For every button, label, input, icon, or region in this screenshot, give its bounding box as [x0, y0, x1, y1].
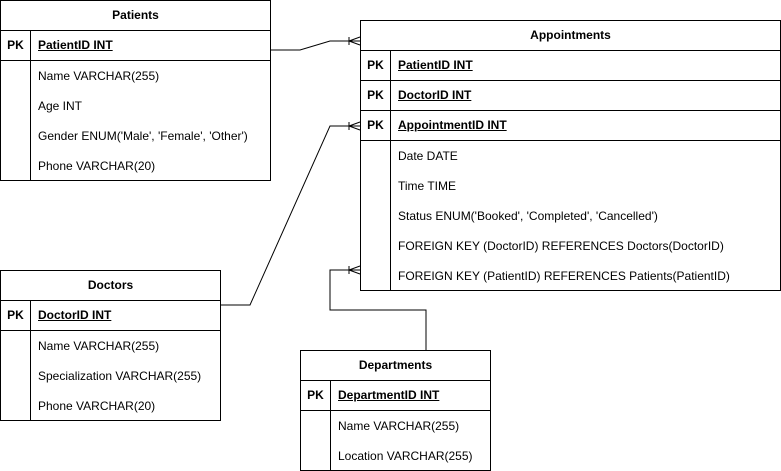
- attribute-section: Name VARCHAR(255) Location VARCHAR(255): [301, 411, 490, 471]
- pk-field: DoctorID INT: [398, 88, 472, 102]
- entity-title: Doctors: [1, 271, 220, 301]
- pk-label: PK: [361, 81, 391, 110]
- attribute: Time TIME: [398, 179, 457, 193]
- pk-row: PK PatientID INT: [1, 31, 270, 61]
- attribute: Gender ENUM('Male', 'Female', 'Other'): [38, 129, 248, 143]
- entity-title: Departments: [301, 351, 490, 381]
- attribute: Name VARCHAR(255): [338, 419, 460, 433]
- pk-row: PK DoctorID INT: [361, 81, 780, 111]
- pk-row: PK DoctorID INT: [1, 301, 220, 331]
- pk-field: PatientID INT: [398, 58, 473, 72]
- attribute: Specialization VARCHAR(255): [38, 369, 202, 383]
- pk-field: DoctorID INT: [38, 308, 112, 322]
- pk-field: PatientID INT: [38, 38, 113, 52]
- pk-row: PK PatientID INT: [361, 51, 780, 81]
- attribute: Date DATE: [398, 149, 458, 163]
- attribute: Age INT: [38, 99, 83, 113]
- attribute: Phone VARCHAR(20): [38, 159, 156, 173]
- entity-title: Appointments: [361, 21, 780, 51]
- pk-label: PK: [361, 111, 391, 140]
- pk-label: PK: [1, 31, 31, 60]
- pk-field: AppointmentID INT: [398, 118, 507, 132]
- pk-label: PK: [301, 381, 331, 410]
- attribute: Name VARCHAR(255): [38, 339, 160, 353]
- entity-patients[interactable]: Patients PK PatientID INT Name VARCHAR(2…: [0, 0, 271, 181]
- attribute: Phone VARCHAR(20): [38, 399, 156, 413]
- attribute: FOREIGN KEY (DoctorID) REFERENCES Doctor…: [398, 239, 724, 253]
- relationship-patients-appointments: [270, 36, 361, 51]
- entity-doctors[interactable]: Doctors PK DoctorID INT Name VARCHAR(255…: [0, 270, 221, 421]
- attribute-section: Name VARCHAR(255) Age INT Gender ENUM('M…: [1, 61, 270, 181]
- entity-appointments[interactable]: Appointments PK PatientID INT PK DoctorI…: [360, 20, 781, 291]
- pk-label: PK: [361, 51, 391, 80]
- pk-row: PK DepartmentID INT: [301, 381, 490, 411]
- attribute: Name VARCHAR(255): [38, 69, 160, 83]
- relationship-doctors-appointments: [220, 121, 361, 306]
- entity-departments[interactable]: Departments PK DepartmentID INT Name VAR…: [300, 350, 491, 471]
- relationship-departments-appointments: [329, 265, 427, 351]
- attribute-section: Date DATE Time TIME Status ENUM('Booked'…: [361, 141, 780, 291]
- attribute-section: Name VARCHAR(255) Specialization VARCHAR…: [1, 331, 220, 421]
- attribute: Location VARCHAR(255): [338, 449, 473, 463]
- entity-title: Patients: [1, 1, 270, 31]
- attribute: FOREIGN KEY (PatientID) REFERENCES Patie…: [398, 269, 730, 283]
- pk-row: PK AppointmentID INT: [361, 111, 780, 141]
- attribute: Status ENUM('Booked', 'Completed', 'Canc…: [398, 209, 658, 223]
- pk-field: DepartmentID INT: [338, 388, 440, 402]
- pk-label: PK: [1, 301, 31, 330]
